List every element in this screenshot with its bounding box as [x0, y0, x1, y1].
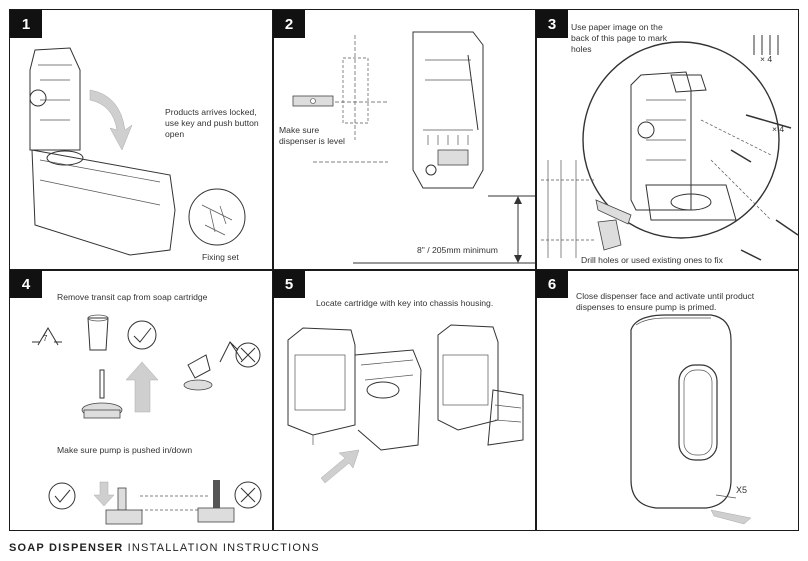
- step-number: 5: [273, 270, 305, 298]
- pump-instruction: Make sure pump is pushed in/down: [57, 445, 193, 455]
- level-instruction: Make sure dispenser is level: [279, 125, 345, 146]
- mark-holes-instruction: Use paper image on the back of this page…: [571, 22, 668, 54]
- step-1-panel: 1 Products arrives locked, use key and p…: [10, 10, 272, 269]
- step-3-panel: 3: [536, 10, 798, 269]
- document-title: SOAP DISPENSER INSTALLATION INSTRUCTIONS: [9, 542, 320, 554]
- level-mounting-illustration: [273, 10, 535, 269]
- minimum-height-label: 8" / 205mm minimum: [417, 245, 498, 255]
- fixing-set-label: Fixing set: [202, 252, 239, 262]
- cartridge-instruction: Locate cartridge with key into chassis h…: [316, 298, 494, 308]
- step-number: 6: [536, 270, 568, 298]
- instruction-sheet: 1 Products arrives locked, use key and p…: [9, 9, 799, 531]
- step-2-panel: 2 Make sure dispenser is lev: [273, 10, 535, 269]
- activate-instruction: Close dispenser face and activate until …: [576, 291, 755, 312]
- cartridge-insertion-illustration: [273, 270, 535, 530]
- screws-count-label: × 4: [760, 54, 773, 64]
- remove-cap-illustration: [10, 270, 272, 530]
- step-4-panel: 4: [10, 270, 272, 530]
- plugs-count-label: × 4: [772, 124, 785, 134]
- drill-holes-instruction: Drill holes or used existing ones to fix: [581, 255, 723, 265]
- step-number: 1: [10, 10, 42, 38]
- step-6-panel: 6 Close dispenser face and activate unti…: [536, 270, 798, 530]
- document-subtitle: INSTALLATION INSTRUCTIONS: [123, 542, 320, 554]
- dispenser-opening-illustration: [10, 10, 272, 269]
- step-number: 3: [536, 10, 568, 38]
- press-count-label: X5: [736, 485, 748, 495]
- step-number: 4: [10, 270, 42, 298]
- step-5-panel: 5 Locate cartridge with key into chassis…: [273, 270, 535, 530]
- recycle-code: 7: [43, 334, 48, 343]
- closed-dispenser-illustration: [536, 270, 798, 530]
- step-1-instruction: Products arrives locked, use key and pus…: [165, 107, 259, 139]
- grid-divider: [10, 269, 798, 271]
- wall-fixing-illustration: [536, 10, 798, 269]
- remove-cap-instruction: Remove transit cap from soap cartridge: [57, 292, 208, 302]
- step-number: 2: [273, 10, 305, 38]
- product-name: SOAP DISPENSER: [9, 542, 124, 554]
